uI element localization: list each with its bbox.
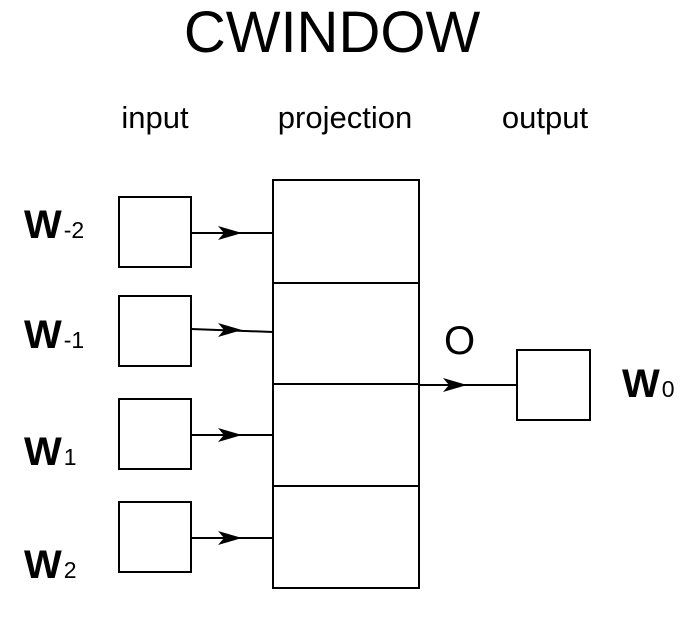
- hidden-layer-label: O: [444, 319, 475, 363]
- input-box: [118, 295, 192, 367]
- output-word-letter: W: [622, 362, 660, 406]
- column-label-projection: projection: [278, 100, 412, 135]
- input-box: [118, 398, 192, 470]
- input-box: [118, 501, 192, 573]
- output-arrow: [419, 378, 517, 392]
- input-arrow: [190, 323, 274, 337]
- input-word-subscript: -2: [64, 217, 84, 243]
- output-word-label: W0: [622, 362, 675, 406]
- column-label-output: output: [502, 100, 589, 135]
- input-arrow: [191, 531, 273, 545]
- input-word-letter: W: [24, 430, 62, 474]
- input-word-label: W-2: [24, 203, 84, 247]
- input-word-label: W2: [24, 543, 77, 587]
- input-word-label: W1: [24, 430, 77, 474]
- input-word-subscript: 2: [64, 557, 77, 583]
- input-arrow: [191, 226, 273, 240]
- input-word-letter: W: [24, 203, 62, 247]
- output-box: [516, 349, 591, 421]
- input-word-label: W-1: [24, 313, 84, 357]
- output-word-subscript: 0: [662, 376, 675, 402]
- input-word-subscript: -1: [64, 327, 84, 353]
- input-arrow: [191, 428, 273, 442]
- input-box: [118, 196, 192, 268]
- column-label-input: input: [121, 100, 189, 135]
- input-word-subscript: 1: [64, 444, 77, 470]
- diagram-title: CWINDOW: [184, 0, 481, 65]
- input-word-letter: W: [24, 543, 62, 587]
- input-word-letter: W: [24, 313, 62, 357]
